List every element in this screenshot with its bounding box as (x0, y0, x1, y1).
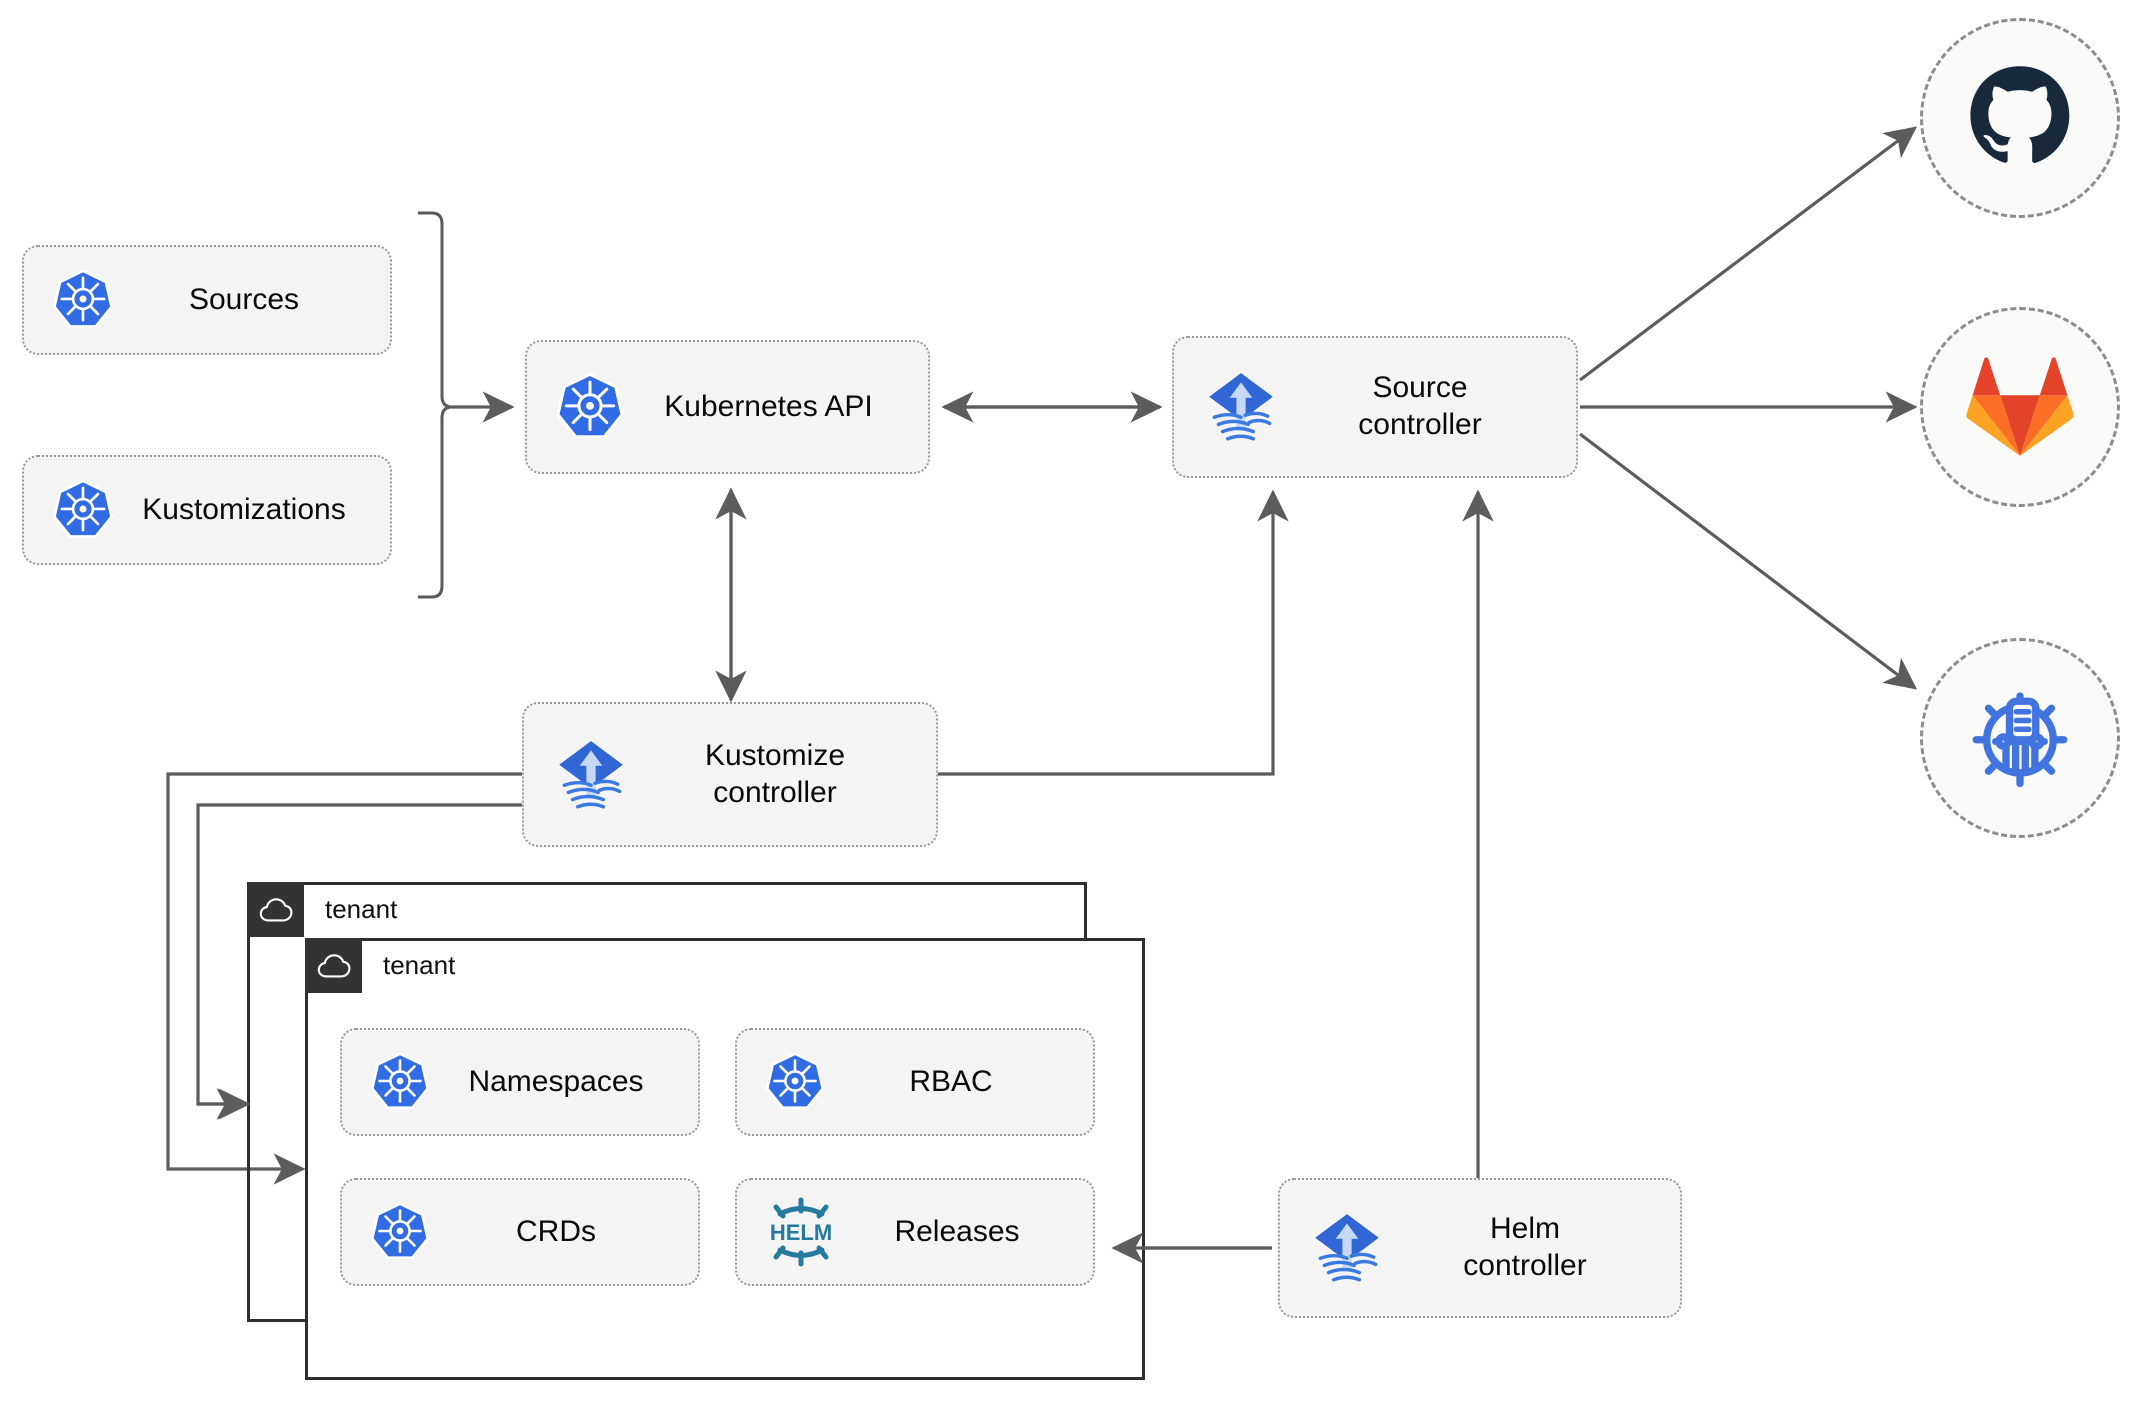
kubernetes-icon (50, 267, 116, 333)
node-kustomizations-label: Kustomizations (142, 492, 346, 526)
tenant-outer-label: tenant (325, 894, 398, 924)
node-source-controller-label: Source controller (1358, 371, 1482, 441)
flux-icon (550, 734, 632, 816)
node-namespaces-label: Namespaces (468, 1064, 644, 1098)
kubernetes-icon (368, 1200, 432, 1264)
node-kustomize-controller[interactable]: Kustomize controller (522, 702, 938, 847)
gitlab-icon (1966, 357, 2074, 456)
svg-text:HELM: HELM (770, 1220, 832, 1245)
node-rbac-label: RBAC (909, 1064, 993, 1098)
node-source-controller[interactable]: Source controller (1172, 336, 1578, 478)
external-source-gitlab[interactable] (1920, 307, 2120, 507)
helm-icon: HELM (763, 1197, 839, 1267)
github-icon (1970, 66, 2070, 163)
helm-repository-icon (1972, 692, 2068, 788)
node-crds[interactable]: CRDs (340, 1178, 700, 1286)
node-helm-controller[interactable]: Helm controller (1278, 1178, 1682, 1318)
node-kubernetes-api-label: Kubernetes API (664, 389, 873, 423)
kubernetes-icon (50, 477, 116, 543)
external-source-github[interactable] (1920, 18, 2120, 218)
node-rbac[interactable]: RBAC (735, 1028, 1095, 1136)
tenant-inner-header: tenant (305, 938, 455, 993)
node-crds-label: CRDs (516, 1214, 596, 1248)
node-releases-label: Releases (894, 1214, 1020, 1248)
node-namespaces[interactable]: Namespaces (340, 1028, 700, 1136)
node-sources-label: Sources (188, 282, 300, 316)
cloud-icon (305, 938, 362, 993)
kubernetes-icon (368, 1050, 432, 1114)
node-sources[interactable]: Sources (22, 245, 392, 355)
cloud-icon (247, 882, 304, 937)
node-kustomizations[interactable]: Kustomizations (22, 455, 392, 565)
node-releases[interactable]: HELM Releases (735, 1178, 1095, 1286)
flux-icon (1306, 1207, 1388, 1289)
kubernetes-icon (763, 1050, 827, 1114)
external-source-helm-repository[interactable] (1920, 638, 2120, 838)
node-helm-controller-label: Helm controller (1463, 1212, 1587, 1282)
node-kustomize-controller-label: Kustomize controller (704, 738, 846, 809)
flux-icon (1200, 366, 1282, 448)
node-kubernetes-api[interactable]: Kubernetes API (525, 340, 930, 474)
tenant-outer-header: tenant (247, 882, 397, 937)
kubernetes-icon (553, 370, 627, 444)
tenant-inner-label: tenant (383, 950, 456, 980)
tenant-inner[interactable]: tenant (305, 938, 1145, 1380)
